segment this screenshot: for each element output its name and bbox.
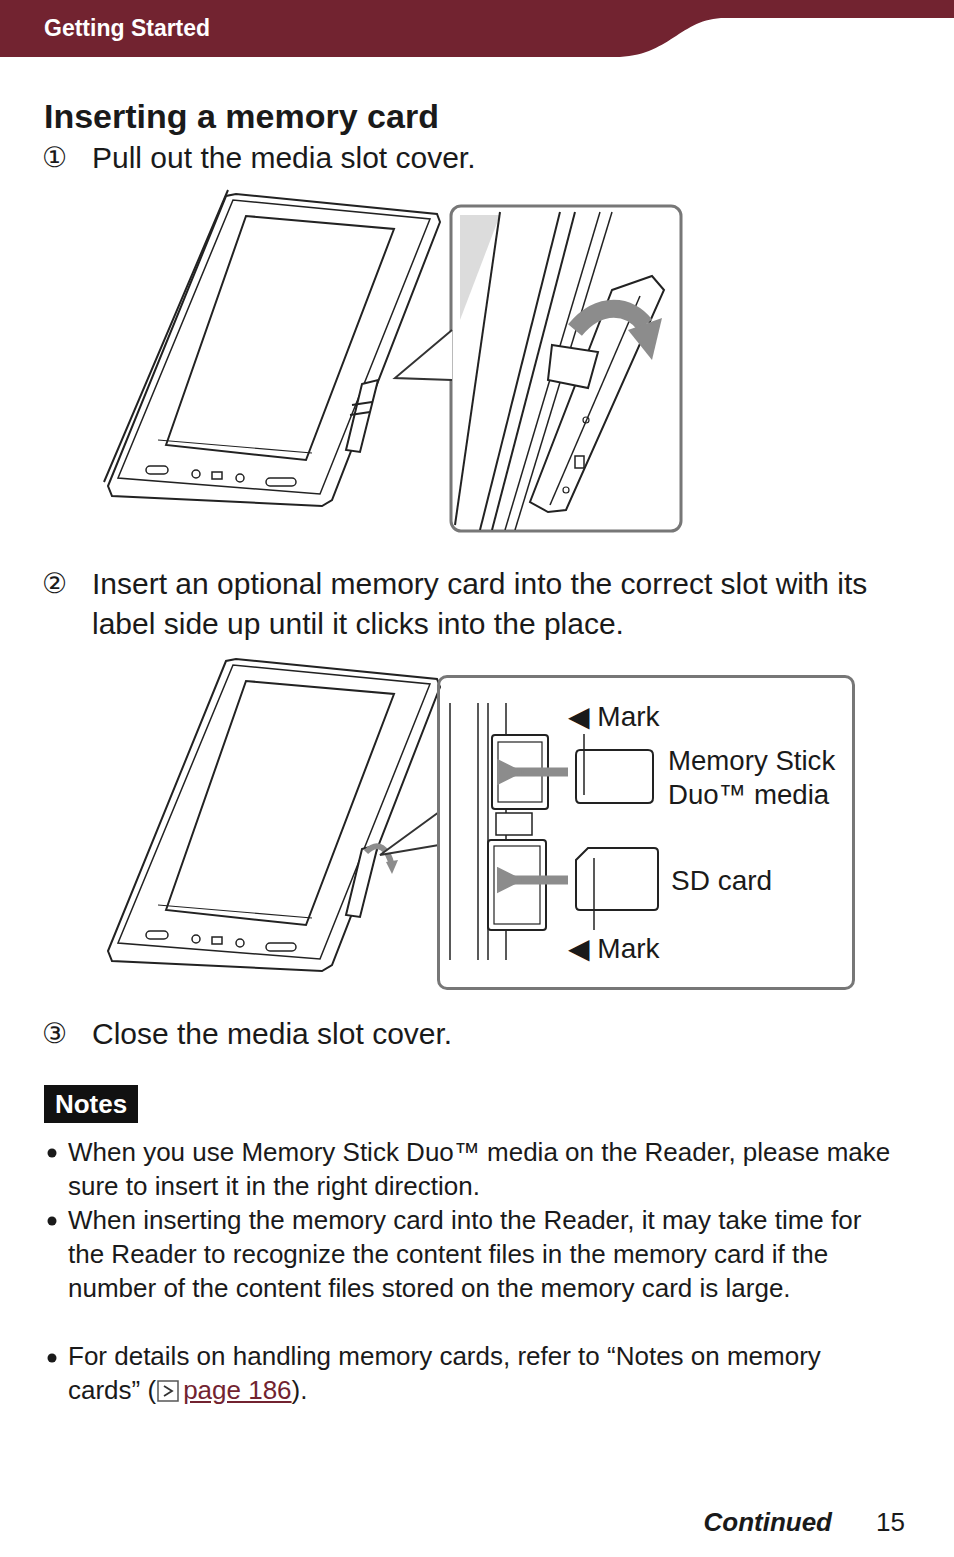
header-text: Getting Started: [44, 14, 210, 42]
step-text: Close the media slot cover.: [92, 1016, 452, 1052]
step-number: ②: [42, 564, 67, 604]
zoom-callout: [395, 206, 681, 531]
mark-label: ◀ Mark: [568, 700, 660, 734]
header-band-fill: [0, 0, 954, 57]
note-text: When you use Memory Stick Duo™ media on …: [68, 1135, 894, 1203]
note-text: ).: [292, 1375, 308, 1405]
note-text: For details on handling memory cards, re…: [68, 1341, 821, 1405]
card-label: SD card: [671, 864, 772, 898]
header-band: Getting Started: [0, 0, 954, 57]
note-text: When inserting the memory card into the …: [68, 1203, 894, 1305]
page-link-icon: [157, 1380, 179, 1402]
note-item: For details on handling memory cards, re…: [68, 1339, 894, 1407]
reader-device: [104, 190, 440, 506]
step-text: Insert an optional memory card into the …: [92, 564, 904, 644]
zoom-callout-detail: [380, 703, 658, 960]
bullet-dot: [48, 1149, 57, 1363]
mark-label: ◀ Mark: [568, 932, 660, 966]
step-number: ③: [42, 1016, 67, 1052]
section-title: Inserting a memory card: [44, 96, 439, 136]
notes-heading: Notes: [55, 1088, 127, 1120]
page-number: 15: [876, 1505, 905, 1539]
notes-badge: Notes: [44, 1085, 138, 1123]
page-link: page 186: [183, 1375, 291, 1405]
step-text: Pull out the media slot cover.: [92, 140, 476, 176]
reader-device: [108, 659, 440, 971]
card-label: Memory Stick Duo™ media: [668, 744, 850, 812]
step-number: ①: [42, 140, 67, 176]
continued-marker: Continued: [703, 1505, 832, 1539]
zoom-callout-box: ◀ MarkMemory Stick Duo™ mediaSD card◀ Ma…: [437, 675, 855, 990]
